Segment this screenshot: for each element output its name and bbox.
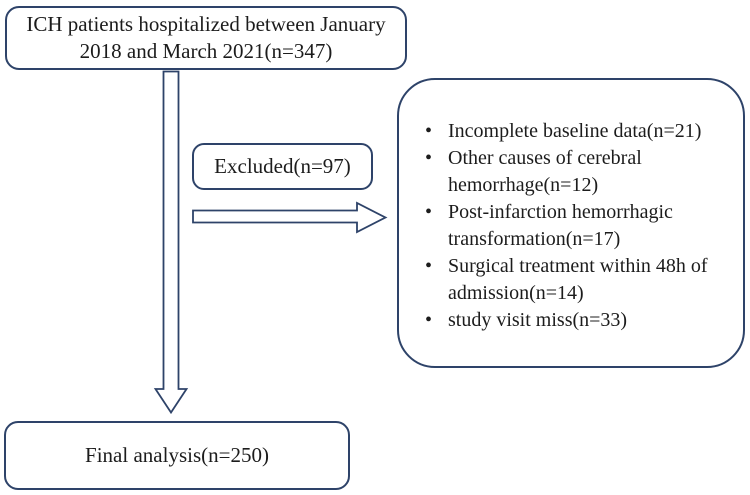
exclusion-list: Incomplete baseline data(n=21) Other cau… <box>399 118 743 334</box>
exclusion-item: study visit miss(n=33) <box>399 307 737 334</box>
final-analysis-label: Final analysis(n=250) <box>85 443 269 467</box>
exclusion-item: Surgical treatment within 48h of admissi… <box>399 253 737 307</box>
right-arrow <box>192 201 388 234</box>
down-arrow <box>153 70 189 415</box>
exclusion-item: Other causes of cerebral hemorrhage(n=12… <box>399 145 737 199</box>
exclusion-item: Post-infarction hemorrhagic transformati… <box>399 199 737 253</box>
enrollment-line-1: ICH patients hospitalized between Januar… <box>26 12 386 36</box>
enrollment-box: ICH patients hospitalized between Januar… <box>5 6 407 70</box>
excluded-label: Excluded(n=97) <box>214 154 351 178</box>
final-analysis-box: Final analysis(n=250) <box>4 421 350 490</box>
exclusion-item: Incomplete baseline data(n=21) <box>399 118 737 145</box>
excluded-box: Excluded(n=97) <box>192 143 373 190</box>
exclusion-reasons-box: Incomplete baseline data(n=21) Other cau… <box>397 78 745 368</box>
enrollment-line-2: 2018 and March 2021(n=347) <box>79 39 333 63</box>
